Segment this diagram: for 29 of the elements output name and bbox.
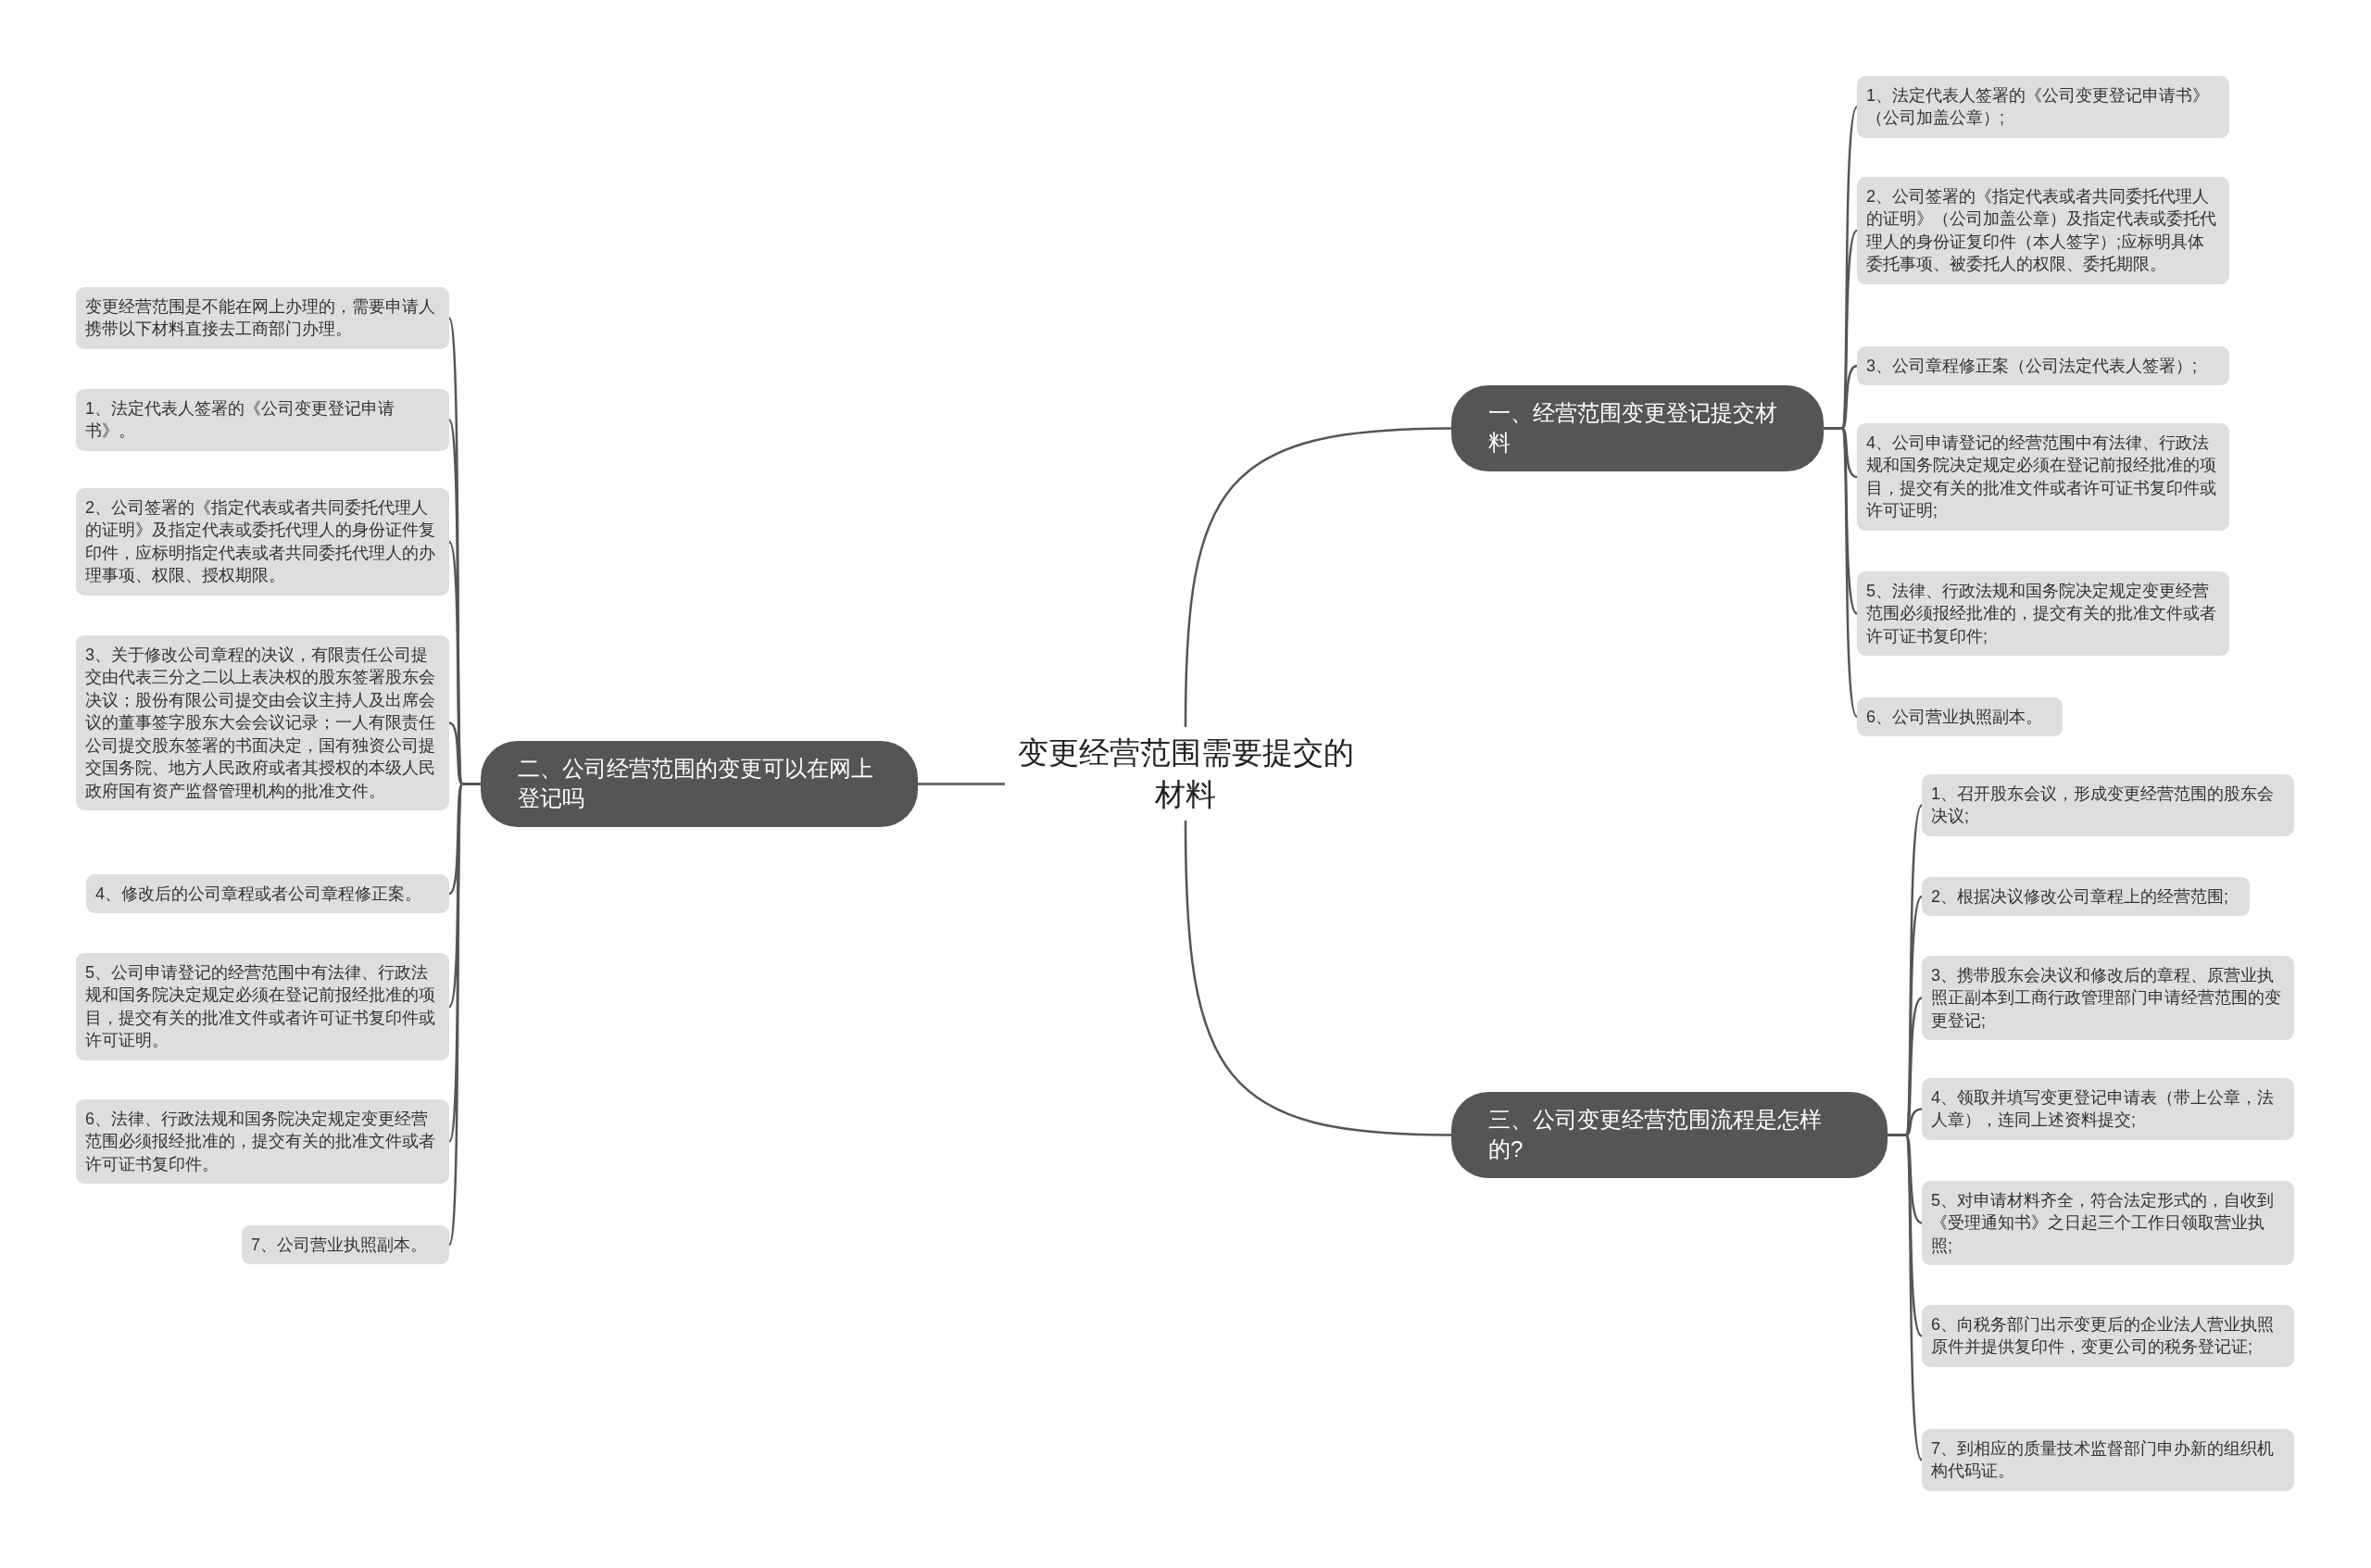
detail-card: 1、召开股东会议，形成变更经营范围的股东会决议;: [1922, 774, 2294, 836]
detail-card: 2、公司签署的《指定代表或者共同委托代理人的证明》及指定代表或委托代理人的身份证件复印件，应标明指定代表或者共同委托代理人的办理事项、权限、授权期限。: [76, 488, 449, 596]
detail-card: 3、携带股东会决议和修改后的章程、原营业执照正副本到工商行政管理部门申请经营范围的变更登记;: [1922, 956, 2294, 1041]
detail-card: 6、向税务部门出示变更后的企业法人营业执照原件并提供复印件，变更公司的税务登记证;: [1922, 1305, 2294, 1367]
connector-line: [1824, 427, 1859, 718]
branch-topic: 二、公司经营范围的变更可以在网上登记吗: [481, 741, 918, 827]
detail-card: 7、公司营业执照副本。: [242, 1225, 449, 1265]
connector-line: [1888, 1134, 1924, 1461]
detail-card: 6、公司营业执照副本。: [1857, 697, 2063, 737]
detail-card: 4、公司申请登记的经营范围中有法律、行政法规和国务院决定规定必须在登记前报经批准的项目，提交有关的批准文件或者许可证书复印件或许可证明;: [1857, 423, 2229, 531]
connector-line: [1184, 821, 1452, 1136]
detail-card: 5、对申请材料齐全，符合法定形式的，自收到《受理通知书》之日起三个工作日领取营业执照;: [1922, 1181, 2294, 1266]
detail-card: 2、根据决议修改公司章程上的经营范围;: [1922, 877, 2250, 917]
detail-card: 变更经营范围是不能在网上办理的，需要申请人携带以下材料直接去工商部门办理。: [76, 287, 449, 349]
branch-topic: 一、经营范围变更登记提交材料: [1451, 385, 1824, 471]
detail-card: 2、公司签署的《指定代表或者共同委托代理人的证明》（公司加盖公章）及指定代表或委托代理人的身份证复印件（本人签字）;应标明具体委托事项、被委托人的权限、委托期限。: [1857, 177, 2229, 284]
detail-card: 4、领取并填写变更登记申请表（带上公章，法人章），连同上述资料提交;: [1922, 1078, 2294, 1140]
detail-card: 5、法律、行政法规和国务院决定规定变更经营范围必须报经批准的，提交有关的批准文件或者许可证书复印件;: [1857, 571, 2229, 657]
branch-topic: 三、公司变更经营范围流程是怎样的?: [1451, 1092, 1888, 1178]
detail-card: 4、修改后的公司章程或者公司章程修正案。: [86, 874, 449, 914]
detail-card: 1、法定代表人签署的《公司变更登记申请书》。: [76, 389, 449, 451]
detail-card: 6、法律、行政法规和国务院决定规定变更经营范围必须报经批准的，提交有关的批准文件或者许可证书复印件。: [76, 1099, 449, 1185]
connector-line: [1184, 427, 1452, 727]
detail-card: 3、公司章程修正案（公司法定代表人签署）;: [1857, 346, 2229, 386]
detail-card: 5、公司申请登记的经营范围中有法律、行政法规和国务院决定规定必须在登记前报经批准的项目，提交有关的批准文件或者许可证书复印件或许可证明。: [76, 953, 449, 1060]
detail-card: 7、到相应的质量技术监督部门申办新的组织机构代码证。: [1922, 1429, 2294, 1491]
connector-line: [918, 783, 1005, 785]
detail-card: 1、法定代表人签署的《公司变更登记申请书》（公司加盖公章）;: [1857, 76, 2229, 138]
detail-card: 3、关于修改公司章程的决议，有限责任公司提交由代表三分之二以上表决权的股东签署股东会决议；股份有限公司提交由会议主持人及出席会议的董事签字股东大会会议记录；一人有限责任公司提交股东签署的书面决定，国有独资公司提交国务院、地方人民政府或者其授权的本级人民政府国有资产监督管理机构的批准文件。: [76, 635, 449, 811]
